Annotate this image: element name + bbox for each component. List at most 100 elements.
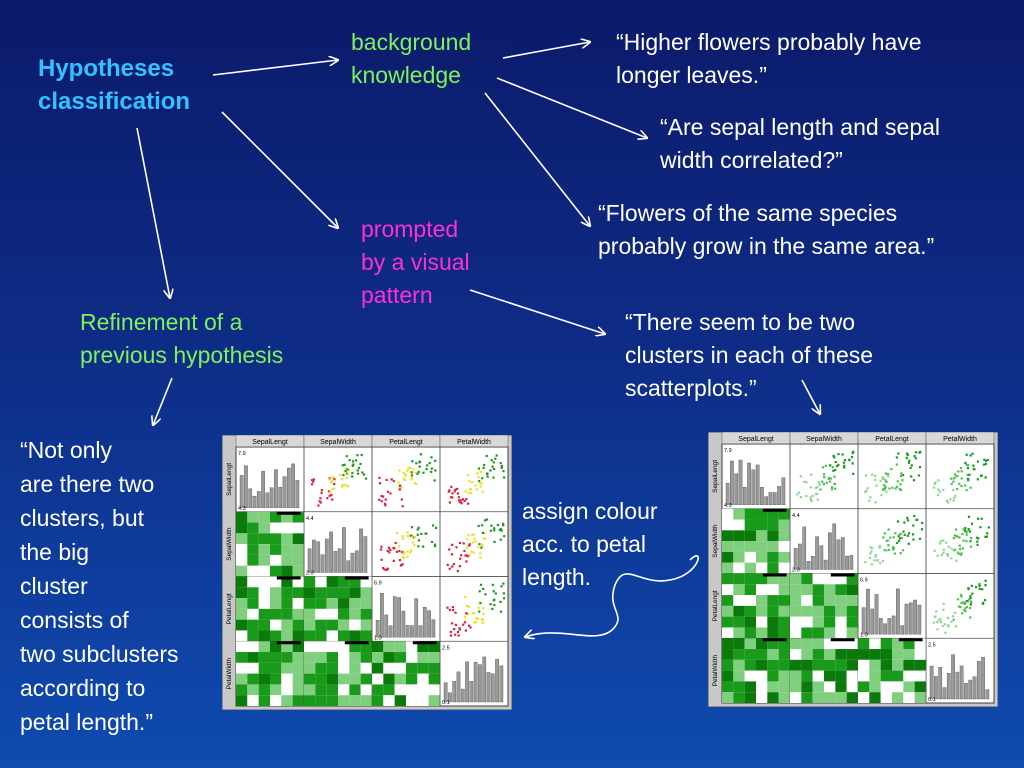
density-block [858, 649, 870, 660]
histogram-bar [460, 688, 465, 703]
scatter-point [460, 554, 463, 557]
density-block [258, 641, 270, 653]
scatter-point [484, 519, 487, 522]
scatter-point [493, 529, 496, 532]
diag-max-label: 4.4 [792, 513, 800, 519]
histogram-bar [256, 491, 261, 508]
density-block [778, 530, 790, 542]
scatter-point [492, 590, 495, 593]
density-block [778, 681, 790, 693]
density-block [236, 695, 248, 706]
histogram-bar [823, 559, 828, 570]
density-block [281, 684, 293, 696]
density-block [744, 638, 756, 650]
density-block [744, 508, 756, 520]
density-block [756, 562, 768, 574]
diag-max-label: 4.4 [306, 516, 314, 522]
density-block [360, 673, 372, 685]
density-block [756, 670, 768, 682]
scatter-point [414, 471, 417, 474]
histogram-bar [934, 676, 938, 700]
scatter-point [986, 532, 989, 535]
scatter-point [344, 484, 347, 487]
diag-max-label: 6.9 [374, 581, 382, 587]
density-block [338, 587, 350, 599]
density-block [326, 576, 338, 588]
scatter-point [960, 477, 963, 480]
density-block [914, 659, 926, 671]
density-block [258, 533, 270, 545]
scatter-point [865, 474, 868, 477]
scatter-point [357, 466, 361, 470]
scatter-point [956, 535, 959, 538]
density-block [270, 673, 282, 685]
scatter-point [829, 477, 832, 480]
density-block [914, 681, 926, 693]
scatter-point [448, 501, 452, 504]
density-block [372, 662, 384, 674]
density-block [846, 595, 858, 606]
scatter-point [984, 476, 987, 479]
density-block [247, 608, 259, 620]
density-block [247, 587, 259, 599]
histogram-bar [819, 545, 824, 570]
density-block [846, 649, 858, 660]
histogram-bar [815, 536, 819, 570]
scatter-point [809, 486, 813, 489]
scatter-point [970, 536, 973, 540]
density-block [338, 695, 350, 706]
arrow-background-to-sepal [496, 77, 647, 138]
scatter-point [944, 631, 947, 634]
scatter-point [959, 605, 962, 609]
density-block [258, 554, 270, 566]
scatter-point [464, 616, 467, 619]
scatter-point [486, 475, 489, 478]
scatter-point [932, 621, 935, 624]
scatter-point [939, 620, 943, 624]
scatter-point [843, 459, 847, 462]
scatter-point [413, 536, 417, 539]
scatter-point [380, 494, 383, 498]
scatter-point [947, 545, 950, 548]
scatter-point [805, 494, 808, 498]
scatter-point [447, 490, 450, 493]
density-block [417, 684, 429, 696]
scatter-point [351, 464, 354, 467]
scatter-point [456, 630, 460, 634]
scatter-point [906, 516, 909, 520]
density-block [281, 662, 293, 674]
density-block [722, 638, 734, 650]
scatter-point [888, 487, 891, 490]
density-block [744, 595, 756, 606]
density-block [835, 649, 847, 660]
scatter-point [976, 543, 979, 546]
histogram-bar [874, 594, 879, 635]
density-block [790, 595, 802, 606]
scatter-point [417, 526, 420, 529]
density-block [778, 616, 790, 628]
density-block [406, 684, 418, 696]
scatter-point [467, 605, 470, 608]
histogram-bar [861, 607, 866, 635]
histogram-bar [473, 661, 478, 703]
scatter-point [317, 504, 320, 507]
density-block [790, 584, 802, 596]
scatter-point [379, 548, 383, 551]
density-block [236, 511, 248, 523]
scatter-point [892, 548, 895, 551]
scatter-point [489, 469, 492, 472]
density-block [360, 652, 372, 663]
density-block [304, 695, 316, 706]
scatter-point [472, 551, 475, 554]
histogram-bar [768, 492, 773, 505]
scatter-point [986, 458, 989, 462]
histogram-bar [346, 560, 351, 573]
scatter-point [410, 471, 413, 474]
histogram-bar [968, 679, 973, 700]
scatter-point [874, 553, 877, 557]
density-block [801, 659, 813, 671]
density-block [349, 673, 361, 685]
scatter-point [952, 618, 955, 621]
histogram-bar [384, 614, 389, 638]
